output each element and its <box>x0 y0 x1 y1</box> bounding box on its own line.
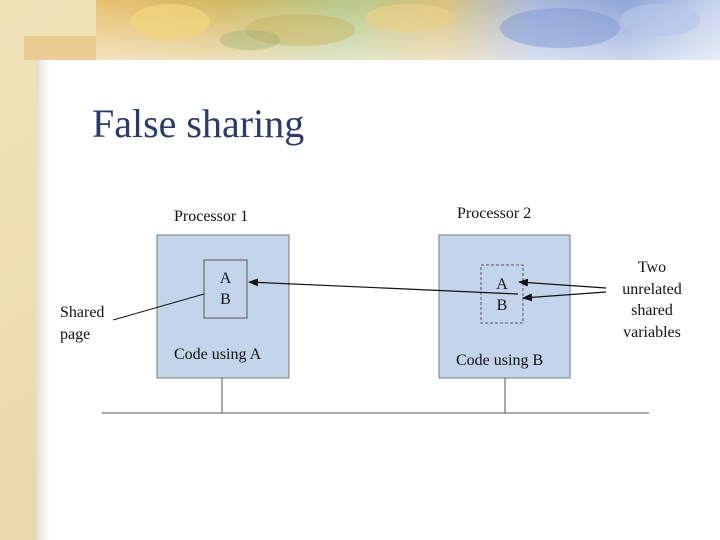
shared-page-label-line-1: Shared <box>60 304 105 321</box>
slide-title: False sharing <box>92 101 305 146</box>
content-panel-shadow <box>36 60 50 540</box>
annotation-label-line-2: unrelated <box>622 281 682 298</box>
processor-1-shared-page <box>203 259 248 319</box>
annotation-arrow-a <box>518 278 607 289</box>
shared-page-pointer <box>112 293 205 321</box>
processor-2-var-a: A <box>496 276 508 293</box>
processor-1-var-b: B <box>220 291 231 308</box>
shared-page-label-line-2: page <box>60 326 91 343</box>
processor-1-var-a: A <box>219 270 232 287</box>
false-sharing-link-arrow <box>248 278 519 295</box>
processor-2-code-label: Code using B <box>456 352 544 369</box>
content-panel <box>36 60 720 540</box>
processor-2-var-b: B <box>496 297 508 314</box>
annotation-label-line-1: Two <box>637 259 667 276</box>
annotation-arrow-b <box>522 291 607 302</box>
processor-1-label: Processor 1 <box>174 208 249 225</box>
processor-1-code-label: Code using A <box>174 346 262 363</box>
processor-2-label: Processor 2 <box>457 205 532 222</box>
annotation-label-line-3: shared <box>631 302 673 319</box>
annotation-label-line-4: variables <box>623 324 681 341</box>
